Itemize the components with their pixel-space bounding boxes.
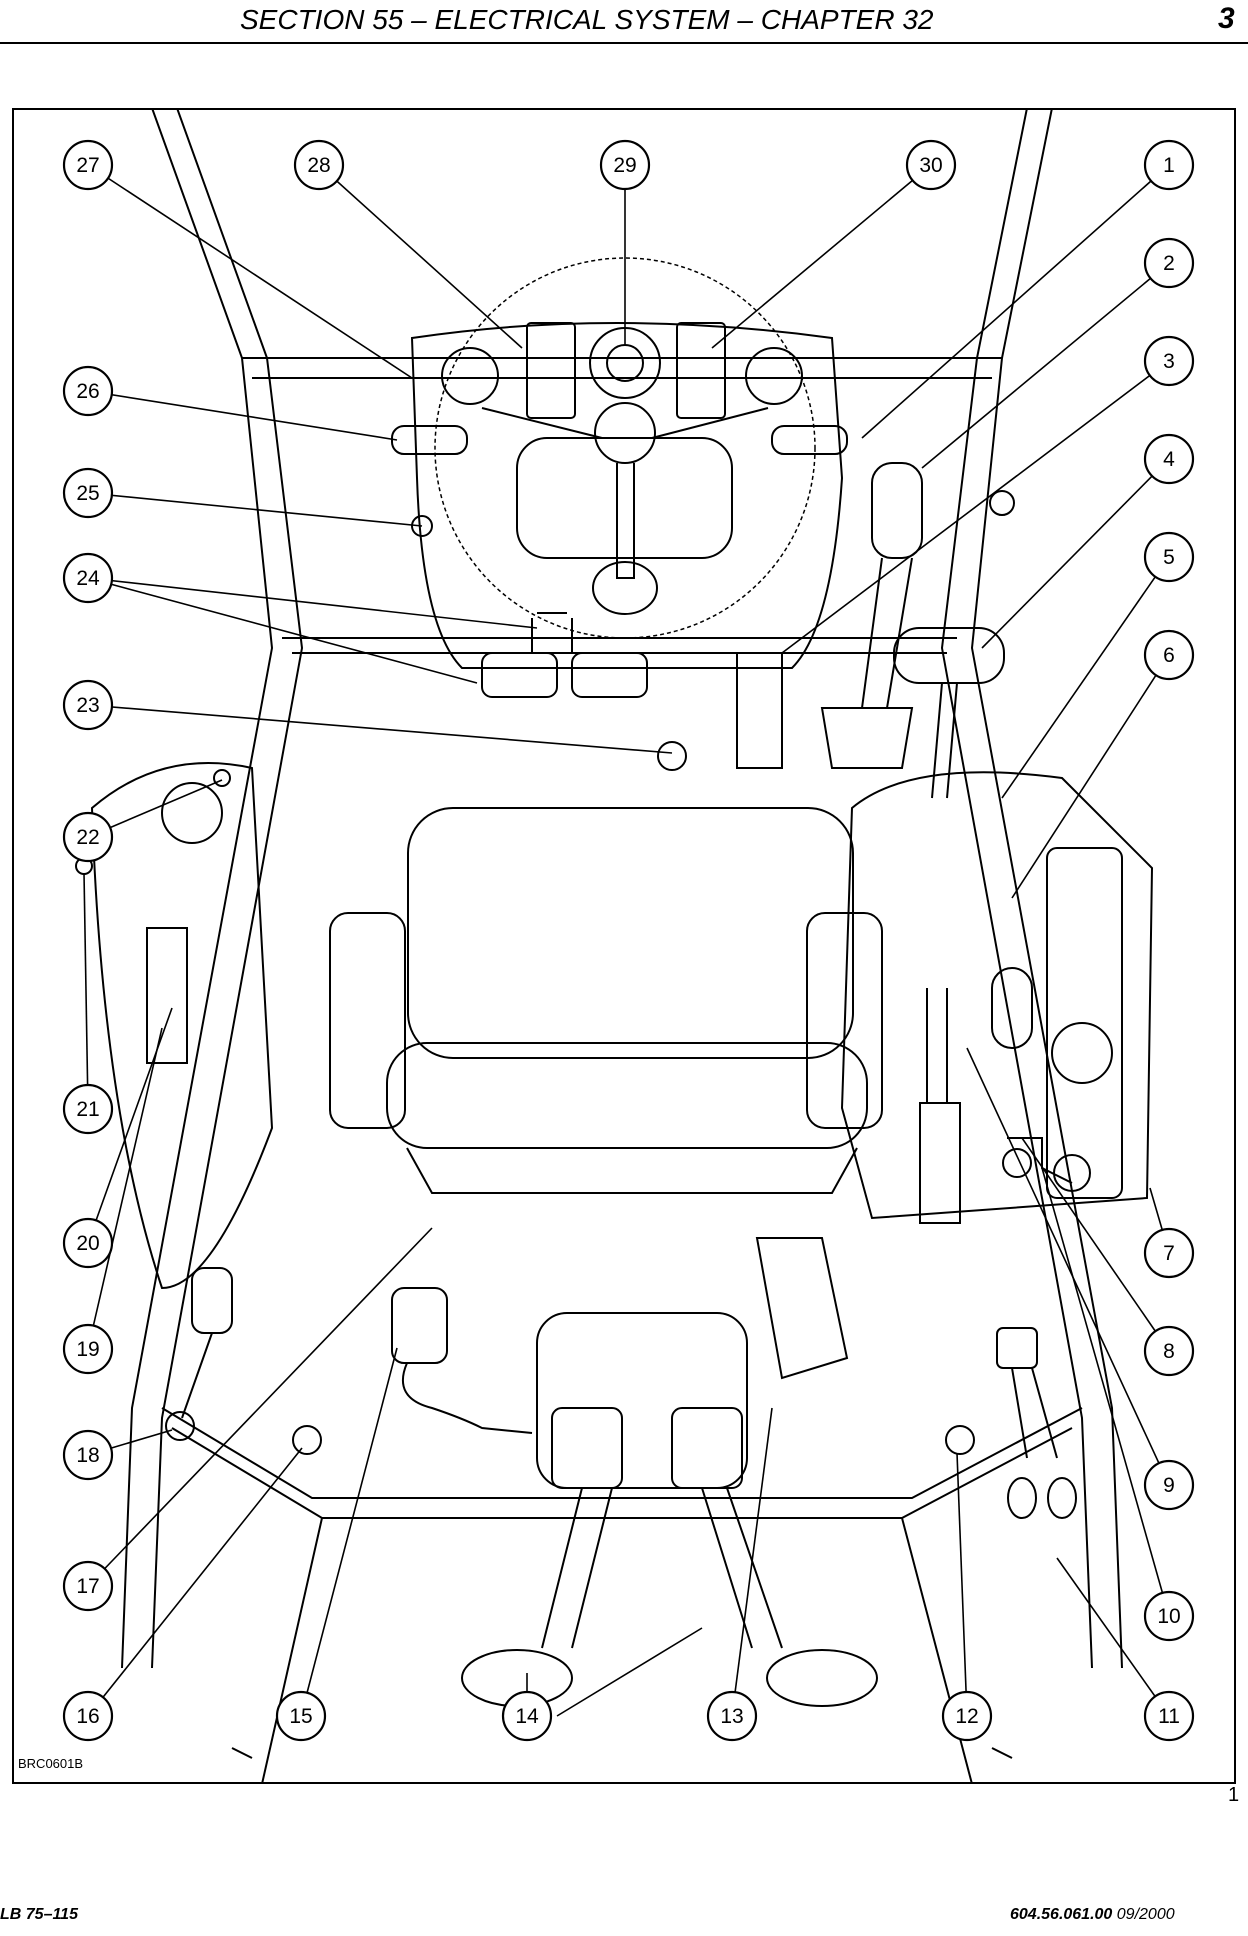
callout-26: 26 bbox=[62, 365, 114, 417]
dashboard bbox=[391, 257, 848, 669]
callout-29-label: 29 bbox=[613, 154, 636, 177]
callout-8-label: 8 bbox=[1163, 1340, 1175, 1363]
header-rule bbox=[0, 42, 1248, 44]
cab-controls-illustration: 27 28 29 30 1 2 3 4 5 6 7 8 9 10 11 12 1… bbox=[62, 108, 1195, 1784]
callout-6-label: 6 bbox=[1163, 644, 1175, 667]
callout-28: 28 bbox=[293, 139, 345, 191]
callout-3: 3 bbox=[1143, 335, 1195, 387]
callout-4-label: 4 bbox=[1163, 448, 1175, 471]
right-console bbox=[840, 771, 1154, 1224]
footer-reference: 604.56.061.00 09/2000 bbox=[1010, 1906, 1175, 1924]
callout-8: 8 bbox=[1143, 1325, 1195, 1377]
callout-12-label: 12 bbox=[955, 1705, 978, 1728]
callout-10-label: 10 bbox=[1157, 1605, 1180, 1628]
callout-13: 13 bbox=[706, 1690, 758, 1742]
gear-levers bbox=[820, 462, 1015, 799]
callout-16-label: 16 bbox=[76, 1705, 99, 1728]
callout-19: 19 bbox=[62, 1323, 114, 1375]
callout-21-label: 21 bbox=[76, 1098, 99, 1121]
callout-10: 10 bbox=[1143, 1590, 1195, 1642]
callout-25: 25 bbox=[62, 467, 114, 519]
cab-frame bbox=[121, 108, 1123, 1784]
footer-part-number: 604.56.061.00 bbox=[1010, 1906, 1113, 1923]
callout-2-label: 2 bbox=[1163, 252, 1175, 275]
callout-15-label: 15 bbox=[289, 1705, 312, 1728]
callout-7: 7 bbox=[1143, 1227, 1195, 1279]
callout-23: 23 bbox=[62, 679, 114, 731]
drawing-code: BRC0601B bbox=[18, 1756, 84, 1771]
figure-number: 1 bbox=[1228, 1784, 1240, 1806]
leader-lines bbox=[83, 164, 1170, 1717]
callout-25-label: 25 bbox=[76, 482, 99, 505]
callout-5-label: 5 bbox=[1163, 546, 1175, 569]
callout-2: 2 bbox=[1143, 237, 1195, 289]
callout-18: 18 bbox=[62, 1429, 114, 1481]
rear-controls bbox=[165, 1137, 1077, 1759]
callout-markers: 27 28 29 30 1 2 3 4 5 6 7 8 9 10 11 12 1… bbox=[62, 139, 1195, 1742]
callout-11: 11 bbox=[1143, 1690, 1195, 1742]
callout-22-label: 22 bbox=[76, 826, 99, 849]
callout-27-label: 27 bbox=[76, 154, 99, 177]
callout-23-label: 23 bbox=[76, 694, 99, 717]
footer-date: 09/2000 bbox=[1116, 1906, 1175, 1923]
callout-5: 5 bbox=[1143, 531, 1195, 583]
page-header-title: SECTION 55 – ELECTRICAL SYSTEM – CHAPTER… bbox=[240, 4, 934, 35]
callout-27: 27 bbox=[62, 139, 114, 191]
callout-11-label: 11 bbox=[1158, 1705, 1180, 1728]
pedals bbox=[481, 612, 783, 771]
callout-9: 9 bbox=[1143, 1459, 1195, 1511]
page-number: 3 bbox=[1218, 2, 1235, 35]
footer-model: LB 75–115 bbox=[0, 1906, 78, 1923]
callout-3-label: 3 bbox=[1163, 350, 1175, 373]
callout-1: 1 bbox=[1143, 139, 1195, 191]
callout-7-label: 7 bbox=[1163, 1242, 1175, 1265]
callout-12: 12 bbox=[941, 1690, 993, 1742]
callout-22: 22 bbox=[62, 811, 114, 863]
callout-18-label: 18 bbox=[76, 1444, 99, 1467]
callout-13-label: 13 bbox=[720, 1705, 743, 1728]
callout-14: 14 bbox=[501, 1690, 553, 1742]
callout-17: 17 bbox=[62, 1560, 114, 1612]
callout-20-label: 20 bbox=[76, 1232, 99, 1255]
callout-28-label: 28 bbox=[307, 154, 330, 177]
callout-4: 4 bbox=[1143, 433, 1195, 485]
callout-20: 20 bbox=[62, 1217, 114, 1269]
callout-15: 15 bbox=[275, 1690, 327, 1742]
callout-24-label: 24 bbox=[76, 567, 100, 590]
callout-9-label: 9 bbox=[1163, 1474, 1175, 1497]
left-console bbox=[75, 762, 274, 1290]
callout-16: 16 bbox=[62, 1690, 114, 1742]
callout-14-label: 14 bbox=[515, 1705, 539, 1728]
callout-30-label: 30 bbox=[919, 154, 942, 177]
callout-30: 30 bbox=[905, 139, 957, 191]
callout-17-label: 17 bbox=[76, 1575, 99, 1598]
callout-6: 6 bbox=[1143, 629, 1195, 681]
operator-seat bbox=[329, 807, 883, 1194]
callout-1-label: 1 bbox=[1163, 154, 1175, 177]
callout-29: 29 bbox=[599, 139, 651, 191]
callout-26-label: 26 bbox=[76, 380, 99, 403]
callout-24: 24 bbox=[62, 552, 114, 604]
callout-19-label: 19 bbox=[76, 1338, 99, 1361]
callout-21: 21 bbox=[62, 1083, 114, 1135]
figure-frame bbox=[12, 108, 1236, 1784]
